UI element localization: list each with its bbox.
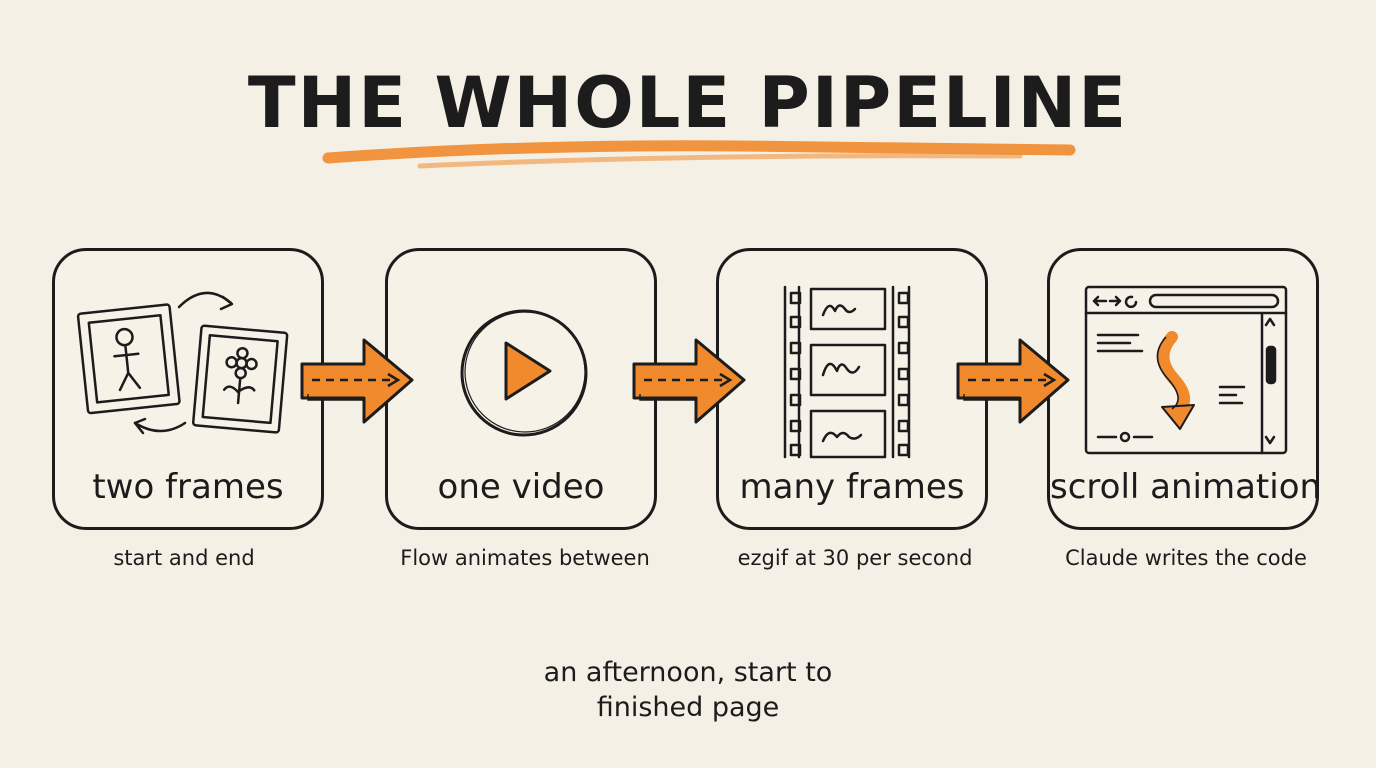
page-title: THE WHOLE PIPELINE [247, 62, 1129, 144]
stage-label: many frames [739, 467, 965, 507]
footer-note: an afternoon, start to finished page [488, 655, 888, 725]
stage-caption: Claude writes the code [1065, 546, 1307, 570]
stage-label: one video [437, 467, 605, 507]
photo-frames-icon [76, 291, 289, 435]
footer-line: an afternoon, start to [543, 657, 833, 688]
footer-line: finished page [596, 692, 780, 723]
stage-caption: start and end [113, 546, 255, 570]
stage-scroll-animation: scroll animation [1047, 248, 1322, 530]
arrow-right-icon [632, 338, 746, 424]
stage-one-video: one video [385, 248, 657, 530]
stage-caption: Flow animates between [400, 546, 650, 570]
play-button-icon [460, 309, 588, 437]
stage-label: scroll animation [1050, 467, 1322, 507]
title-underline [322, 140, 1076, 169]
arrow-right-icon [300, 338, 414, 424]
browser-window-icon [1084, 285, 1288, 455]
stage-label: two frames [92, 467, 284, 507]
stage-caption: ezgif at 30 per second [737, 546, 973, 570]
stage-many-frames: many frames [716, 248, 988, 530]
stage-two-frames: two frames [52, 248, 324, 530]
film-strip-icon [783, 285, 911, 459]
arrow-right-icon [956, 338, 1070, 424]
